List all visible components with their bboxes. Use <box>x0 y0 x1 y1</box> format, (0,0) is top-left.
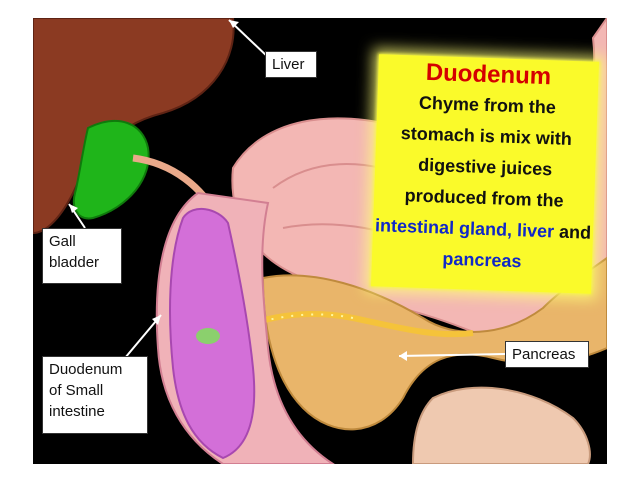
callout-organs: intestinal gland, liver <box>374 215 555 242</box>
leader-liver <box>228 19 270 59</box>
leader-duodenum <box>124 314 162 359</box>
leader-duodenum-arrowhead <box>152 315 161 325</box>
liver-label-text: Liver <box>272 56 305 73</box>
leader-pancreas <box>398 353 506 357</box>
leader-liver-arrowhead <box>229 20 239 28</box>
pancreas-label: Pancreas <box>505 341 589 368</box>
gall-bladder-label: Gall bladder <box>42 228 122 284</box>
diagram-stage: Liver Gall bladder Duodenum of Small int… <box>33 18 607 464</box>
intestine-loop <box>411 386 591 464</box>
gall-bladder <box>73 119 150 220</box>
duodenal-papilla <box>196 328 220 344</box>
liver-label: Liver <box>265 51 317 78</box>
duodenum-label: Duodenum of Small intestine <box>42 356 148 434</box>
leader-pancreas-arrowhead <box>399 351 407 361</box>
pancreas-label-text: Pancreas <box>512 346 576 363</box>
duodenum-label-line: intestine <box>49 403 105 420</box>
duodenum-label-line: of Small <box>49 382 104 399</box>
callout-organs-joiner: and <box>553 221 592 243</box>
duodenum-callout-box: Duodenum Chyme from the stomach is mix w… <box>371 54 599 294</box>
pancreatic-duct-dots <box>232 313 354 331</box>
duodenum-label-line: Duodenum <box>49 361 123 378</box>
leader-gall-bladder-arrowhead <box>69 204 78 213</box>
gall-bladder-label-line: Gall <box>49 233 76 250</box>
gall-bladder-label-line: bladder <box>49 254 100 271</box>
